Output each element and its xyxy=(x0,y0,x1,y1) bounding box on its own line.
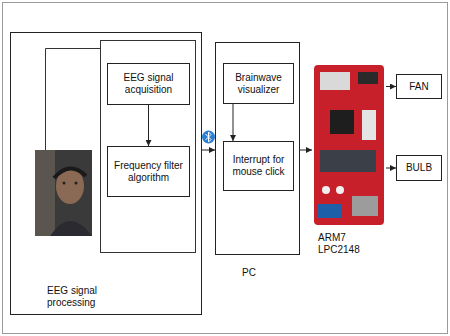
capacitor-block xyxy=(318,204,342,218)
process-box: Brainwave visualizer xyxy=(223,63,294,104)
bluetooth-disc xyxy=(202,131,215,144)
flow-arrow xyxy=(300,150,312,151)
node-label: BULB xyxy=(406,162,432,174)
eye xyxy=(75,182,78,185)
person-photo xyxy=(35,150,92,236)
button xyxy=(322,186,330,194)
flow-arrow xyxy=(202,150,215,151)
flow-arrow xyxy=(386,86,396,87)
node-heading: EEG signal processing xyxy=(47,285,119,309)
photo-shade xyxy=(35,150,55,236)
shoulders xyxy=(50,221,92,236)
photo-ground xyxy=(35,150,92,236)
flow-arrow xyxy=(233,104,234,141)
eye xyxy=(63,182,66,185)
bluetooth-icon xyxy=(202,131,215,144)
microcontroller xyxy=(330,110,354,134)
arm-board xyxy=(314,65,384,225)
header xyxy=(362,110,376,140)
flow-arrow xyxy=(386,168,396,169)
device-box: FAN xyxy=(396,74,442,99)
node-label: EEG signal acquisition xyxy=(111,72,186,96)
process-box: Frequency filter algorithm xyxy=(107,146,190,197)
node-label: Frequency filter algorithm xyxy=(111,160,186,184)
usb-port xyxy=(352,196,378,216)
connector xyxy=(320,72,350,90)
process-group: EEG signal processing EEG signal acquisit… xyxy=(10,32,202,315)
node-heading: PC xyxy=(242,267,282,279)
inner-frame xyxy=(101,41,196,253)
flow-arrow xyxy=(148,105,149,146)
device-box: BULB xyxy=(396,155,442,181)
lcd xyxy=(320,150,376,172)
node-label: Brainwave visualizer xyxy=(227,72,290,96)
button xyxy=(336,186,344,194)
pcb xyxy=(314,65,384,225)
image-frame xyxy=(3,3,448,334)
pc-group: PCBrainwave visualizerInterrupt for mous… xyxy=(215,42,300,255)
signal-wire xyxy=(46,49,101,151)
node-label: Interrupt for mouse click xyxy=(227,154,290,178)
node-heading: ARM7 LPC2148 xyxy=(318,232,384,256)
chip xyxy=(358,72,378,84)
controller-board: ARM7 LPC2148 xyxy=(312,62,386,258)
process-box: EEG signal acquisition xyxy=(107,63,190,105)
bluetooth-rune xyxy=(206,132,212,142)
headset xyxy=(54,168,86,178)
node-label: FAN xyxy=(409,81,428,93)
process-box: Interrupt for mouse click xyxy=(223,141,294,191)
